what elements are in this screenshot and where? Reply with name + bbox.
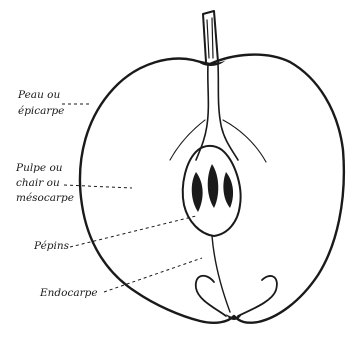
stem-icon (203, 11, 218, 62)
calyx-cavity (196, 276, 277, 320)
label-mesocarp-line1: Pulpe ou (15, 162, 63, 174)
seed-chamber (183, 146, 241, 236)
leader-endocarp (104, 258, 202, 292)
label-endocarp: Endocarpe (39, 287, 98, 299)
seed-icon (208, 164, 219, 208)
core-bundle-left (170, 120, 205, 160)
label-seeds: Pépins (33, 240, 70, 252)
seed-icon (192, 172, 203, 212)
label-epicarp-line1: Peau ou (17, 89, 60, 101)
seed-icon (223, 172, 233, 208)
label-mesocarp-line3: mésocarpe (16, 192, 74, 204)
leader-mesocarp (64, 185, 132, 188)
label-mesocarp-line2: chair ou (16, 177, 60, 189)
label-epicarp-line2: épicarpe (18, 105, 64, 117)
core-strand-right (218, 64, 238, 160)
core-bundle-right (223, 120, 266, 162)
central-axis-line (212, 236, 230, 312)
